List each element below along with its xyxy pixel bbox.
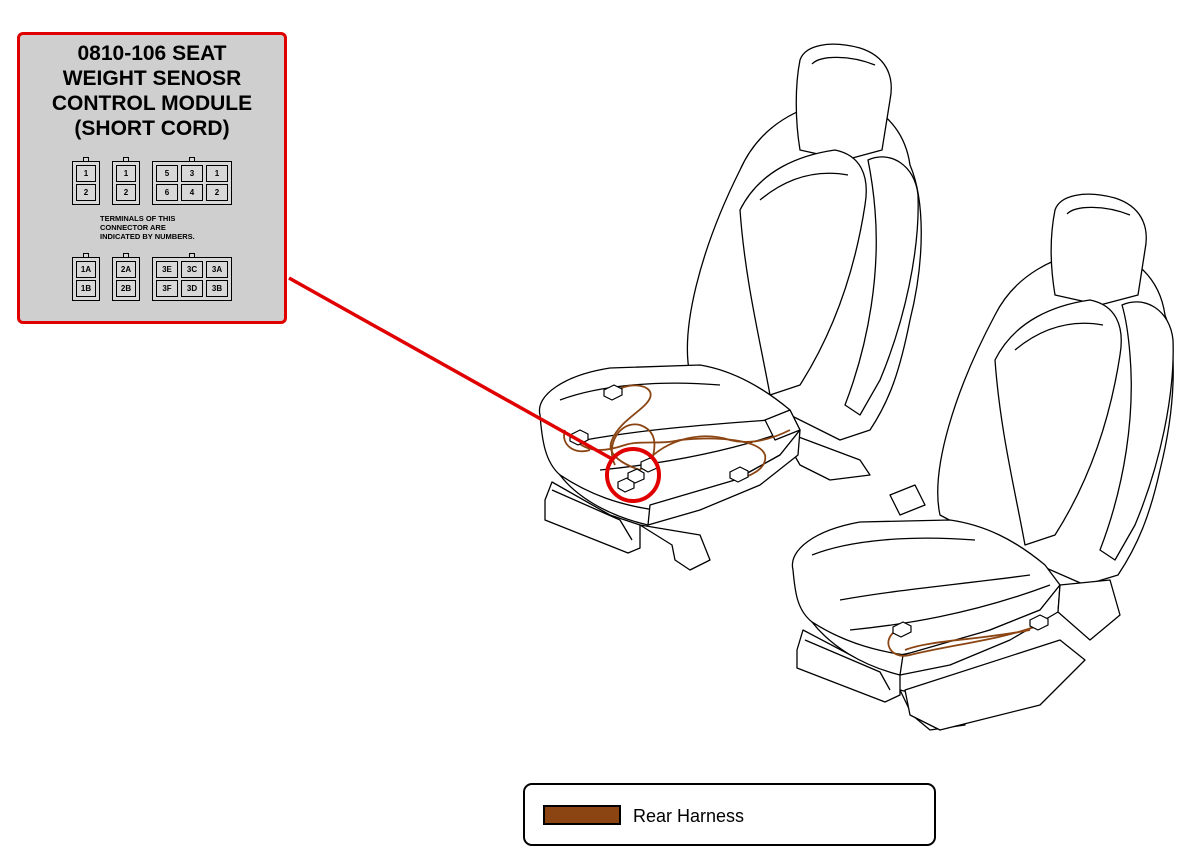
terminal-label: 3F: [156, 280, 178, 297]
callout-title: 0810-106 SEAT WEIGHT SENOSR CONTROL MODU…: [20, 41, 284, 141]
terminal-label: 5: [156, 165, 178, 182]
connector-bottom-1: 1A 1B: [72, 253, 100, 305]
terminal-label: 1: [206, 165, 228, 182]
left-seat: [538, 43, 922, 571]
right-seat-headrest: [1050, 193, 1147, 306]
callout-title-line: (SHORT CORD): [74, 117, 230, 140]
connector-bottom-2: 2A 2B: [112, 253, 140, 305]
terminal-label: 2B: [116, 280, 136, 297]
legend-box: Rear Harness: [523, 783, 936, 846]
note-line: CONNECTOR ARE: [100, 223, 166, 232]
terminal-label: 6: [156, 184, 178, 201]
callout-leader-line: [288, 276, 615, 462]
connector-bottom-3: 3E 3C 3A 3F 3D 3B: [152, 253, 232, 305]
terminal-label: 2: [116, 184, 136, 201]
callout-title-line: WEIGHT SENOSR: [62, 67, 242, 90]
callout-box: 0810-106 SEAT WEIGHT SENOSR CONTROL MODU…: [17, 32, 287, 324]
rear-harness-wires: [563, 384, 1041, 657]
terminal-label: 1B: [76, 280, 96, 297]
legend-swatch: [543, 805, 621, 825]
terminal-label: 3D: [181, 280, 203, 297]
terminal-label: 2: [76, 184, 96, 201]
callout-title-line: CONTROL MODULE: [51, 92, 253, 115]
connector-top-1: 1 2: [72, 157, 100, 209]
terminal-label: 3E: [156, 261, 178, 278]
terminal-label: 3C: [181, 261, 203, 278]
terminal-label: 3: [181, 165, 203, 182]
callout-title-line: 0810-106 SEAT: [77, 42, 227, 65]
note-line: TERMINALS OF THIS: [100, 214, 176, 223]
terminal-label: 1: [116, 165, 136, 182]
connector-top-3: 5 3 1 6 4 2: [152, 157, 232, 209]
terminal-label: 2: [206, 184, 228, 201]
terminal-label: 2A: [116, 261, 136, 278]
terminal-note: TERMINALS OF THIS CONNECTOR ARE INDICATE…: [100, 214, 195, 241]
left-seat-headrest: [795, 43, 892, 161]
legend-label: Rear Harness: [633, 806, 745, 826]
terminal-label: 4: [181, 184, 203, 201]
left-seat-rail: [544, 481, 641, 554]
note-line: INDICATED BY NUMBERS.: [100, 232, 195, 241]
connector-top-2: 1 2: [112, 157, 140, 209]
terminal-label: 1: [76, 165, 96, 182]
highlight-circle: [605, 447, 661, 503]
terminal-label: 1A: [76, 261, 96, 278]
terminal-label: 3B: [206, 280, 228, 297]
terminal-label: 3A: [206, 261, 228, 278]
right-seat: [791, 193, 1174, 731]
